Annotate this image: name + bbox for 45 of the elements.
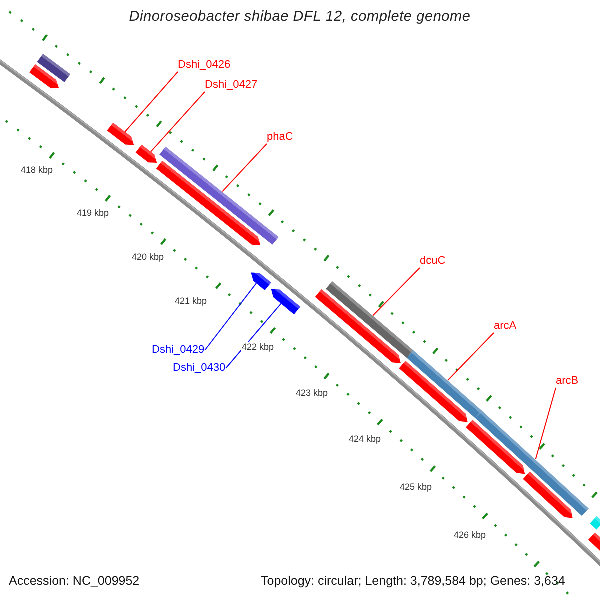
gene-label: Dshi_0429 — [152, 344, 205, 357]
leader-line — [204, 283, 257, 351]
gene-bar — [407, 350, 482, 418]
gene-bar — [160, 146, 279, 245]
leader-line — [447, 332, 494, 382]
gene-feature — [466, 420, 526, 474]
gene-feature — [136, 144, 158, 163]
title: Dinoroseobacter shibae DFL 12, complete genome — [128, 9, 472, 25]
leader-line — [222, 144, 268, 192]
leader-line — [124, 72, 178, 132]
gene-feature — [251, 270, 272, 290]
tick-label: 426 kbp — [453, 530, 488, 541]
gene-bar — [590, 516, 600, 530]
gene-label: Dshi_0426 — [178, 59, 231, 72]
gene-label: arcB — [556, 375, 579, 388]
tick-label: 419 kbp — [76, 208, 110, 219]
gene-feature — [399, 361, 469, 422]
gene-feature — [315, 289, 402, 364]
leader-line — [226, 303, 282, 369]
genome-info-text: Topology: circular; Length: 3,789,584 bp; Genes: 3,634 — [261, 574, 566, 589]
gene-bar — [326, 281, 414, 358]
gene-label: Dshi_0427 — [205, 79, 258, 92]
gene-label: Dshi_0430 — [173, 362, 226, 375]
gene-bar — [476, 411, 589, 516]
tick-label: 422 kbp — [241, 342, 276, 353]
gene-bar — [37, 54, 71, 82]
tick-label: 424 kbp — [348, 434, 382, 445]
tick-label: 425 kbp — [399, 482, 434, 493]
gene-feature — [588, 532, 600, 553]
accession-text: Accession: NC_009952 — [9, 574, 140, 589]
gene-label: dcuC — [420, 255, 446, 268]
gene-label: phaC — [267, 131, 294, 144]
gene-feature — [271, 287, 301, 315]
gene-feature — [107, 122, 135, 146]
gene-feature — [30, 64, 60, 88]
tick-label: 420 kbp — [131, 252, 166, 263]
tick-label: 421 kbp — [174, 296, 208, 307]
tick-label: 423 kbp — [295, 388, 330, 399]
leader-line — [372, 268, 420, 316]
leader-line — [535, 388, 556, 460]
gene-label: arcA — [494, 320, 517, 333]
tick-label: 418 kbp — [20, 165, 54, 176]
gene-feature — [523, 472, 574, 518]
leader-line — [150, 92, 206, 152]
gene-feature — [156, 160, 262, 246]
